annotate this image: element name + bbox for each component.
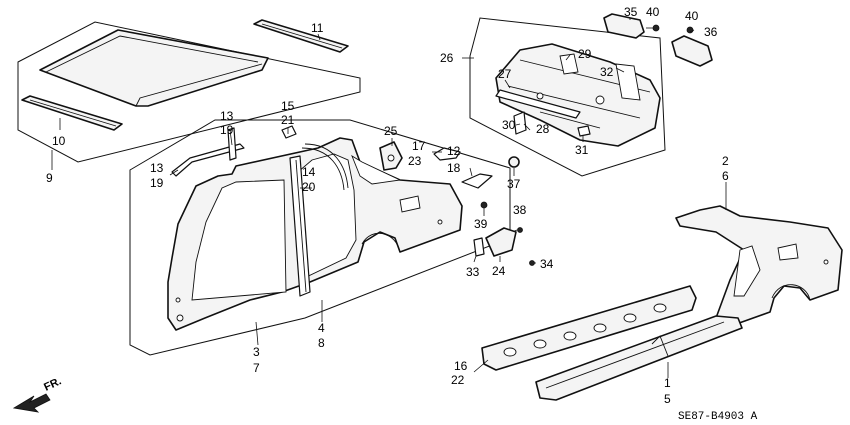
callout-16: 16 [454, 359, 468, 373]
callout-4: 4 [318, 321, 325, 335]
center-pillar [289, 155, 311, 297]
callout-19-upper: 19 [220, 123, 234, 137]
callout-23: 23 [408, 154, 422, 168]
callout-11: 11 [311, 21, 324, 35]
inner-side-sill [481, 285, 697, 371]
callout-21: 21 [281, 113, 295, 127]
roof-front-rail [21, 95, 123, 131]
callout-29: 29 [578, 47, 592, 61]
rear-lower-rail [495, 89, 581, 119]
upper-bracket-36 [671, 35, 713, 67]
callout-35: 35 [624, 5, 638, 19]
callout-34: 34 [540, 257, 554, 271]
diagram-code: SE87-B4903 A [678, 411, 758, 423]
callout-15: 15 [281, 99, 295, 113]
callout-36: 36 [704, 25, 718, 39]
callout-labels: 11 10 9 13 19 15 21 13 19 14 20 3 7 4 8 … [46, 5, 729, 406]
callout-5: 5 [664, 392, 671, 406]
rear-panel-group-frame [469, 17, 666, 177]
callout-33: 33 [466, 265, 480, 279]
callout-31: 31 [575, 143, 589, 157]
callout-40-left: 40 [646, 5, 660, 19]
reinforcement-12 [461, 173, 493, 189]
callout-37: 37 [507, 177, 521, 191]
callout-13-upper: 13 [220, 109, 234, 123]
rear-bracket-small [513, 111, 527, 135]
callout-14: 14 [302, 165, 316, 179]
rear-clip [577, 125, 591, 137]
upper-bracket-35 [603, 13, 645, 39]
callout-27: 27 [498, 67, 512, 81]
bolt-icon [646, 24, 660, 32]
callout-22: 22 [451, 373, 465, 387]
callout-20: 20 [302, 180, 316, 194]
callout-17: 17 [412, 139, 426, 153]
callout-38: 38 [513, 203, 527, 217]
pillar-bracket [281, 125, 297, 139]
front-direction-label: FR. [42, 375, 63, 393]
callout-13-lower: 13 [150, 161, 164, 175]
callout-9: 9 [46, 171, 53, 185]
callout-32: 32 [600, 65, 614, 79]
roof-side-trim [171, 143, 245, 177]
clip-17 [433, 147, 461, 161]
callout-2: 2 [722, 154, 729, 168]
screw-icon [480, 201, 488, 209]
outer-side-panel [167, 137, 463, 331]
bolt-icon [529, 260, 535, 266]
roof-panel [39, 29, 269, 107]
bolt-icon [686, 26, 694, 34]
callout-6: 6 [722, 169, 729, 183]
leader-lines [51, 18, 727, 378]
grommet-37 [508, 156, 520, 168]
callout-26: 26 [440, 51, 454, 65]
callout-7: 7 [253, 361, 260, 375]
fuel-lid-hinge [473, 237, 485, 257]
callout-24: 24 [492, 264, 506, 278]
callout-19-lower: 19 [150, 176, 164, 190]
callout-25: 25 [384, 124, 398, 138]
callout-30: 30 [502, 118, 516, 132]
roof-group-frame [17, 21, 361, 163]
callout-8: 8 [318, 336, 325, 350]
callout-39: 39 [474, 217, 488, 231]
callout-40-right: 40 [685, 9, 699, 23]
quarter-panel [675, 205, 843, 327]
callout-3: 3 [253, 345, 260, 359]
callout-10: 10 [52, 134, 66, 148]
callout-12: 12 [447, 144, 461, 158]
roof-rear-rail [253, 19, 349, 53]
outer-side-sill [535, 315, 743, 401]
callout-28: 28 [536, 122, 550, 136]
rear-pillar-trim [301, 147, 345, 191]
front-direction-arrow-icon [12, 393, 51, 413]
callout-1: 1 [664, 376, 671, 390]
fuel-lid [485, 227, 517, 257]
callout-18: 18 [447, 161, 461, 175]
